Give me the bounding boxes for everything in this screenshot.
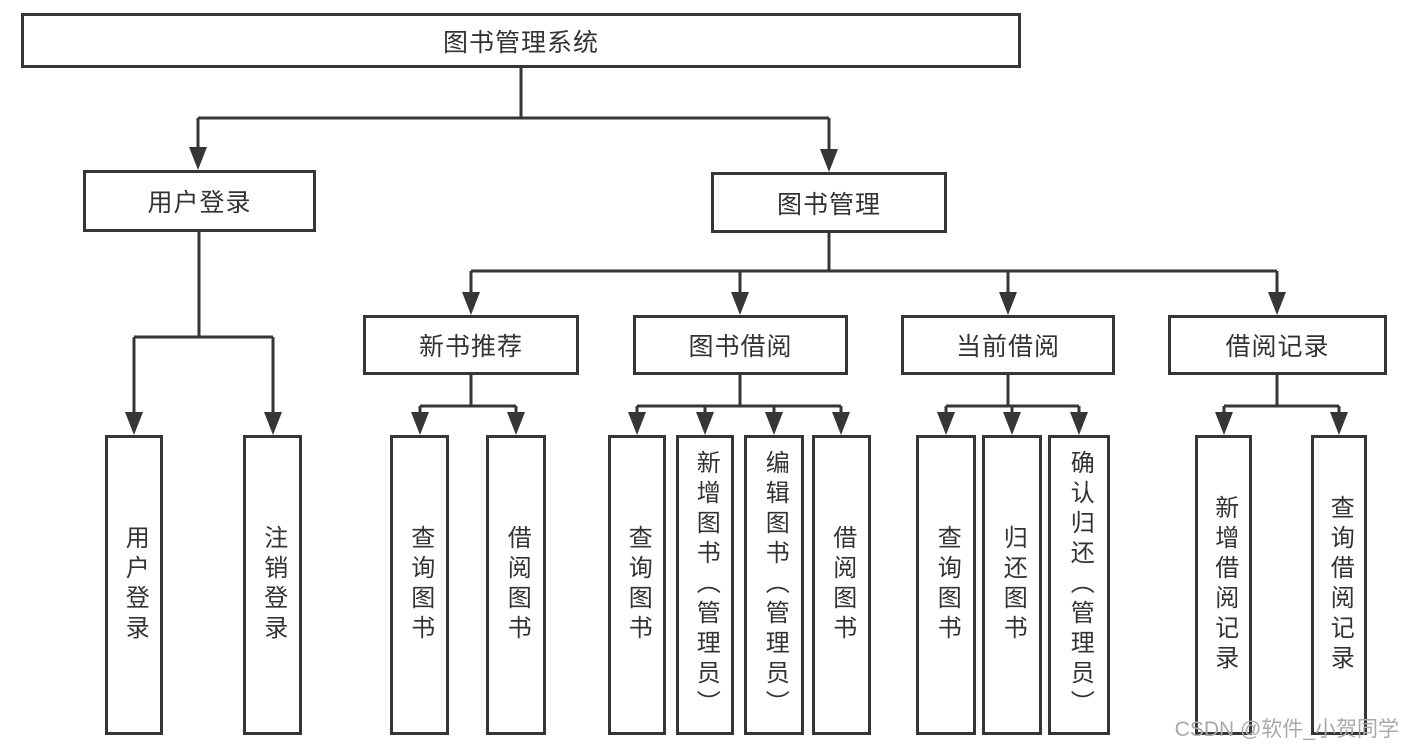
leaf-user-login: 用户登录 bbox=[105, 435, 163, 735]
node-book-borrow: 图书借阅 bbox=[633, 315, 848, 375]
leaf-query-borrow-record-label: 查询借阅记录 bbox=[1326, 495, 1354, 675]
node-user-login: 用户登录 bbox=[83, 170, 316, 232]
leaf-current-query-books: 查询图书 bbox=[916, 435, 976, 735]
connector-paths bbox=[132, 68, 1341, 417]
leaf-logout-label: 注销登录 bbox=[259, 525, 287, 645]
leaf-logout: 注销登录 bbox=[243, 435, 302, 735]
node-current-borrow-label: 当前借阅 bbox=[955, 333, 1060, 361]
node-book-borrow-label: 图书借阅 bbox=[688, 333, 793, 361]
node-library-system: 图书管理系统 bbox=[21, 13, 1021, 68]
leaf-query-borrow-record: 查询借阅记录 bbox=[1311, 435, 1367, 735]
leaf-return-books: 归还图书 bbox=[982, 435, 1042, 735]
node-borrow-records-label: 借阅记录 bbox=[1225, 333, 1330, 361]
leaf-confirm-return-admin: 确认归还（管理员） bbox=[1048, 435, 1110, 735]
leaf-borrow-query-books: 查询图书 bbox=[608, 435, 666, 735]
leaf-add-books-admin: 新增图书（管理员） bbox=[676, 435, 734, 735]
node-new-book-recommend: 新书推荐 bbox=[363, 315, 579, 375]
leaf-add-borrow-record: 新增借阅记录 bbox=[1195, 435, 1252, 735]
leaf-edit-books-admin: 编辑图书（管理员） bbox=[744, 435, 804, 735]
leaf-return-books-label: 归还图书 bbox=[999, 525, 1027, 645]
leaf-recommend-query-books: 查询图书 bbox=[390, 435, 449, 735]
node-book-management-label: 图书管理 bbox=[776, 190, 881, 219]
node-book-management: 图书管理 bbox=[711, 172, 947, 233]
leaf-user-login-label: 用户登录 bbox=[121, 525, 149, 645]
leaf-edit-books-admin-label: 编辑图书（管理员） bbox=[761, 450, 789, 720]
leaf-add-books-admin-label: 新增图书（管理员） bbox=[692, 450, 720, 720]
node-library-system-label: 图书管理系统 bbox=[442, 28, 599, 57]
leaf-borrow-books-label: 借阅图书 bbox=[828, 525, 856, 645]
leaf-recommend-borrow-books: 借阅图书 bbox=[486, 435, 546, 735]
leaf-current-query-books-label: 查询图书 bbox=[933, 525, 961, 645]
node-current-borrow: 当前借阅 bbox=[901, 315, 1115, 375]
arrowheads bbox=[125, 147, 1348, 435]
leaf-recommend-query-books-label: 查询图书 bbox=[406, 525, 434, 645]
node-user-login-label: 用户登录 bbox=[147, 189, 252, 217]
node-borrow-records: 借阅记录 bbox=[1168, 315, 1387, 375]
leaf-confirm-return-admin-label: 确认归还（管理员） bbox=[1066, 450, 1094, 720]
csdn-watermark: CSDN @软件_小贺同学 bbox=[1174, 718, 1399, 741]
leaf-borrow-books: 借阅图书 bbox=[812, 435, 871, 735]
leaf-borrow-query-books-label: 查询图书 bbox=[624, 525, 652, 645]
leaf-recommend-borrow-books-label: 借阅图书 bbox=[503, 525, 531, 645]
leaf-add-borrow-record-label: 新增借阅记录 bbox=[1210, 495, 1238, 675]
node-new-book-recommend-label: 新书推荐 bbox=[418, 333, 523, 361]
